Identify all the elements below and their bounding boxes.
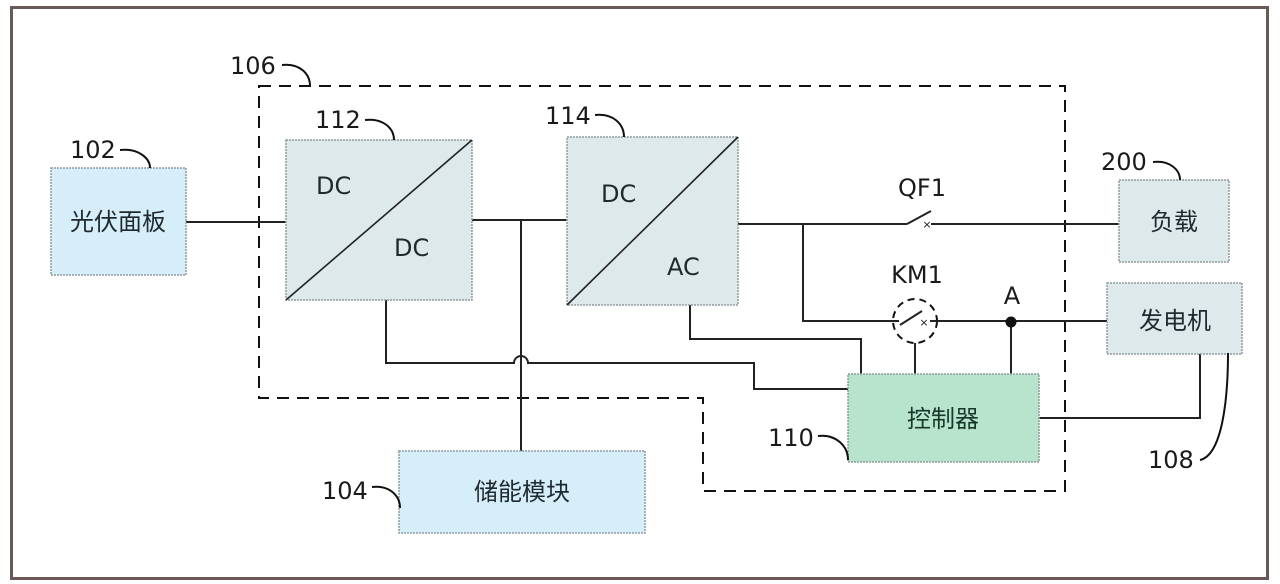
generator-box xyxy=(1106,282,1243,355)
storage-module-block: 储能模块 104 xyxy=(322,450,646,534)
leader-108 xyxy=(1199,352,1229,461)
contactor-km1: × KM1 xyxy=(803,261,943,344)
qf1-contact xyxy=(906,210,932,225)
wire-dcdc-control xyxy=(385,300,848,390)
km1-label: KM1 xyxy=(891,261,943,289)
generator-block: 发电机 108 xyxy=(1106,282,1243,474)
pv-panel-block: 光伏面板 102 xyxy=(50,136,187,276)
ref-110: 110 xyxy=(768,424,814,452)
storage-box xyxy=(398,450,646,534)
node-a: A xyxy=(1004,282,1021,328)
km1-x-mark: × xyxy=(919,316,928,329)
controller-block: 控制器 110 xyxy=(768,373,1040,463)
wire-generator-control xyxy=(1039,354,1201,419)
storage-module-label: 储能模块 xyxy=(474,478,570,506)
leader-112 xyxy=(364,118,395,141)
pv-box xyxy=(50,167,187,276)
leader-102 xyxy=(119,148,151,169)
dcac-output-label: AC xyxy=(667,253,700,281)
load-box xyxy=(1118,179,1230,263)
wire-dcac-control xyxy=(689,305,862,374)
ref-200: 200 xyxy=(1101,148,1147,176)
ref-108: 108 xyxy=(1148,446,1194,474)
qf1-label: QF1 xyxy=(898,174,946,202)
dcdc-diagonal xyxy=(285,139,473,301)
controller-box xyxy=(847,373,1040,463)
ref-112: 112 xyxy=(315,106,361,134)
node-a-dot xyxy=(1005,316,1017,328)
controller-label: 控制器 xyxy=(907,405,979,433)
dcdc-input-label: DC xyxy=(316,172,351,200)
pv-panel-label: 光伏面板 xyxy=(70,208,166,236)
dcac-diagonal xyxy=(566,136,739,306)
breaker-qf1: × QF1 xyxy=(898,174,946,231)
ref-104: 104 xyxy=(322,477,368,505)
leader-200 xyxy=(1152,160,1181,181)
dcac-input-label: DC xyxy=(601,180,636,208)
leader-114 xyxy=(594,113,625,138)
dcdc-output-label: DC xyxy=(394,234,429,262)
wires xyxy=(186,219,1201,451)
ref-106: 106 xyxy=(230,52,276,80)
qf1-x-mark: × xyxy=(922,218,931,231)
node-a-label: A xyxy=(1004,282,1021,310)
system-boundary-106 xyxy=(258,85,1066,492)
generator-label: 发电机 xyxy=(1139,307,1211,335)
leader-104 xyxy=(371,485,401,509)
km1-contact xyxy=(899,310,923,326)
leader-110 xyxy=(817,434,849,461)
leader-106 xyxy=(281,63,311,87)
load-label: 负载 xyxy=(1150,208,1198,236)
load-block: 负载 200 xyxy=(1101,148,1230,263)
ref-102: 102 xyxy=(70,136,116,164)
figure-frame xyxy=(10,6,1269,580)
ref-114: 114 xyxy=(545,102,591,130)
dcac-inverter-block: DC AC 114 xyxy=(545,102,739,306)
dcdc-converter-block: DC DC 112 xyxy=(285,106,473,301)
wire-bus-to-km1 xyxy=(802,224,893,322)
